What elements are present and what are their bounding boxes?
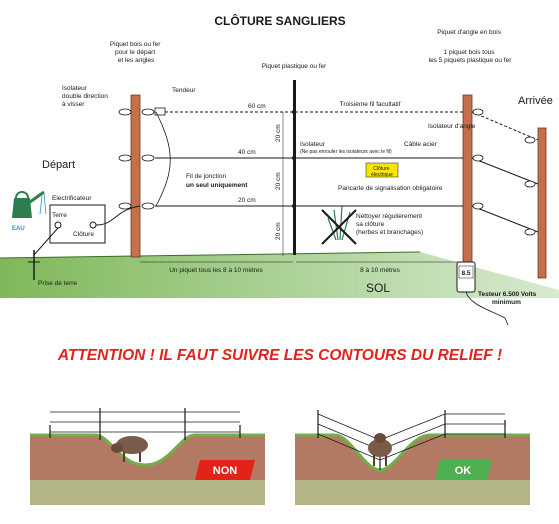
cable-to-fence xyxy=(95,205,141,226)
wire-40-angle xyxy=(471,157,539,185)
insulator-icon xyxy=(524,136,536,144)
svg-text:Isolateur double direction: Isolateur double direction à visser xyxy=(62,85,110,108)
label-piquet-angle: Piquet d'angle en bois xyxy=(437,29,502,36)
watering-can-icon xyxy=(12,190,47,218)
label-nettoyer: Nettoyer régulièrement xyxy=(356,213,422,220)
svg-text:Fil de jonction un seul un: Fil de jonction un seul uniquement xyxy=(186,173,248,189)
insulator-icon xyxy=(472,202,484,210)
terminal-terre xyxy=(54,221,62,229)
label-prise-terre: Prise de terre xyxy=(38,280,77,287)
label-cloture: Clôture xyxy=(73,231,94,238)
label-terre: Terre xyxy=(52,212,67,219)
label-cable-acier: Câble acier xyxy=(404,141,438,148)
label-arrivee: Arrivée xyxy=(518,95,553,107)
warning-text: ATTENTION ! IL FAUT SUIVRE LES CONTOURS … xyxy=(57,347,502,364)
label-20cm-v3: 20 cm xyxy=(275,222,282,240)
label-piquet-bois: et les angles xyxy=(118,57,155,64)
label-piquet-angle: 1 piquet bois tous xyxy=(444,49,496,56)
insulator-icon xyxy=(141,154,155,162)
tendeur-icon xyxy=(154,107,166,116)
label-piquet-angle: les 5 piquets plastique ou fer xyxy=(429,57,513,64)
label-isolateur-angle: Isolateur d'angle xyxy=(428,123,476,130)
label-pancarte: Pancarte de signalisation obligatoire xyxy=(338,185,443,192)
weeds-icon xyxy=(321,204,357,245)
insulator-icon xyxy=(141,108,155,116)
svg-text:Clôture électrique: Clôture électrique xyxy=(371,166,393,178)
insulator-icon xyxy=(472,108,484,116)
svg-text:Piquet bois ou fer pour le: Piquet bois ou fer pour le départ et les… xyxy=(110,41,162,64)
badge-ok-label: OK xyxy=(455,465,472,477)
label-depart: Départ xyxy=(42,159,75,171)
panel-ok xyxy=(295,410,530,505)
wire-60-angle xyxy=(471,111,539,141)
label-isolateur-double: à visser xyxy=(62,101,85,108)
insulator-icon xyxy=(118,108,132,116)
junction-wire xyxy=(155,111,171,207)
label-sol: SOL xyxy=(366,281,390,295)
insulator-icon xyxy=(118,202,132,210)
label-piquet-bois: Piquet bois ou fer xyxy=(110,41,161,48)
ground-line xyxy=(0,251,421,259)
badge-ok xyxy=(435,460,492,480)
label-troisieme-fil: Troisième fil facultatif xyxy=(340,101,401,108)
label-40cm: 40 cm xyxy=(238,149,256,156)
label-piquet-plastique: Piquet plastique ou fer xyxy=(262,63,328,70)
label-tendeur: Tendeur xyxy=(172,87,196,94)
label-testeur-value: 8.5 xyxy=(461,270,470,277)
label-sign: électrique xyxy=(371,172,393,178)
insulator-icon xyxy=(292,156,296,160)
label-un-piquet: Un piquet tous les 8 à 10 mètres xyxy=(169,267,263,274)
cloture-sign xyxy=(365,162,399,178)
cable-to-ground xyxy=(33,227,59,256)
label-nettoyer: (herbes et branchages) xyxy=(356,229,423,236)
label-20cm-v1: 20 cm xyxy=(275,124,282,142)
label-fil-jonction: Fil de jonction xyxy=(186,173,226,180)
boar-icon xyxy=(368,433,392,466)
label-60cm: 60 cm xyxy=(248,103,266,110)
label-nettoyer: sa clôture xyxy=(356,221,385,228)
boar-icon xyxy=(111,436,148,462)
svg-text:Piquet d'angle en bois 1 p: Piquet d'angle en bois 1 piquet bois tou… xyxy=(429,29,513,64)
testeur-icon xyxy=(456,261,509,326)
panel-non xyxy=(30,408,265,505)
label-fil-jonction: un seul uniquement xyxy=(186,182,248,189)
diagram-title: CLÔTURE SANGLIERS xyxy=(214,13,345,28)
insulator-icon xyxy=(118,154,132,162)
post-plastic xyxy=(293,80,296,255)
svg-text:Testeur 6.500 Volts minimu: Testeur 6.500 Volts minimum xyxy=(478,291,538,306)
label-20cm-h: 20 cm xyxy=(238,197,256,204)
label-eau: EAU xyxy=(12,226,25,232)
label-8-10: 8 à 10 mètres xyxy=(360,267,400,274)
wire-20-angle xyxy=(471,205,539,233)
insulator-icon xyxy=(292,110,296,114)
badge-non-label: NON xyxy=(213,465,238,477)
insulator-icon xyxy=(472,154,484,162)
label-isolateur-double: Isolateur xyxy=(62,85,88,92)
badge-non xyxy=(195,460,255,480)
insulator-icon xyxy=(524,180,536,188)
label-electrificateur: Electrificateur xyxy=(52,195,92,202)
label-piquet-bois: pour le départ xyxy=(115,49,155,56)
post-wood-depart xyxy=(130,94,141,258)
svg-text:Nettoyer régulièrement sa: Nettoyer régulièrement sa clôture (herbe… xyxy=(356,213,424,236)
terminal-cloture xyxy=(89,221,97,229)
label-20cm-v2: 20 cm xyxy=(275,172,282,190)
label-isolateur-note: (Ne pas enrouler les isolateurs avec le … xyxy=(300,149,392,155)
ground xyxy=(0,252,559,298)
label-sign: Clôture xyxy=(373,166,389,172)
label-isolateur-double: double direction xyxy=(62,93,108,100)
post-wood-arrivee xyxy=(537,127,547,279)
post-wood-angle xyxy=(462,94,473,276)
label-testeur: Testeur 6.500 Volts xyxy=(478,291,537,298)
insulator-icon xyxy=(524,228,536,236)
insulator-icon xyxy=(292,204,296,208)
insulator-icon xyxy=(141,202,155,210)
label-testeur: minimum xyxy=(492,299,521,306)
label-isolateur: Isolateur xyxy=(300,141,326,148)
